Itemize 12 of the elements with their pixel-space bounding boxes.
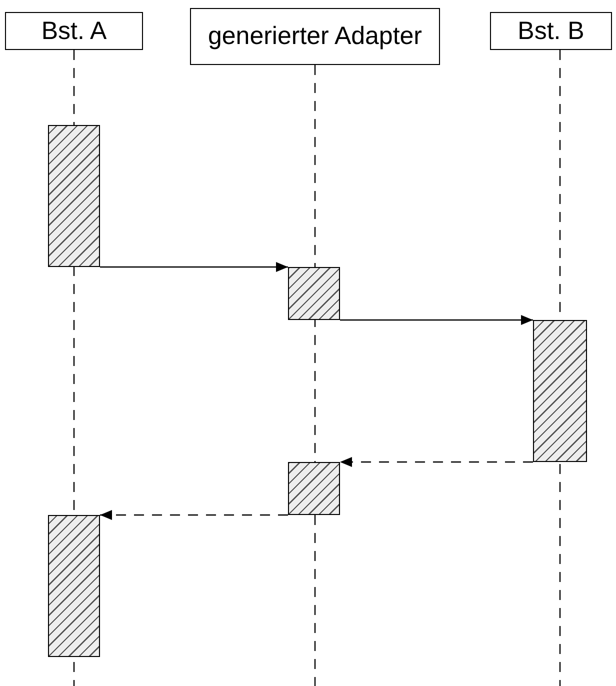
message-arrow [340,315,533,325]
activation-bar [288,462,340,515]
message-arrow [100,510,288,520]
activation-bar [48,515,100,657]
activation-bar [533,320,587,462]
activation-bar [48,125,100,267]
message-arrow [340,457,533,467]
participant-box: generierter Adapter [190,8,440,65]
participant-box: Bst. A [5,12,143,50]
activation-bar [288,267,340,320]
participant-box: Bst. B [490,12,612,50]
message-arrow [100,262,288,272]
